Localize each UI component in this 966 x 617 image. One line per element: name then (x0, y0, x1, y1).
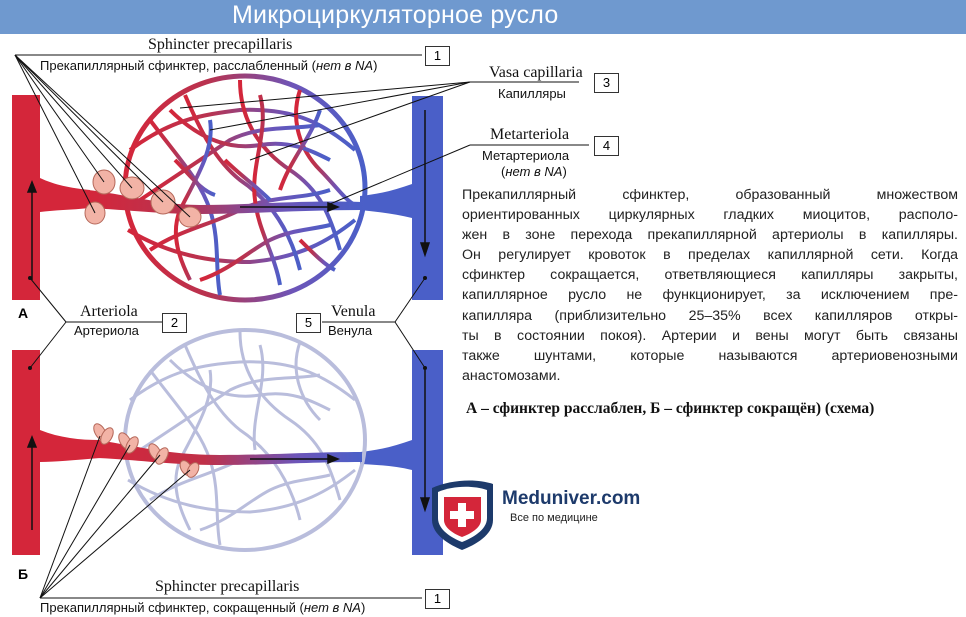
panel-a-vessels (12, 73, 443, 303)
sphincters-contracted (93, 423, 200, 478)
sphincter-top-close-paren: ) (373, 58, 378, 73)
description-line: Прекапиллярный сфинктер, образованный мн… (462, 187, 958, 203)
label-number-3: 3 (594, 73, 619, 93)
title-banner: Микроциркуляторное русло (0, 0, 966, 34)
flow-arrows-b (26, 370, 431, 530)
sphincter-top-latin: Sphincter precapillaris (148, 36, 293, 53)
leader-lines (14, 54, 589, 599)
metarteriola-note-text: нет в NA (505, 164, 563, 179)
page-title: Микроциркуляторное русло (232, 1, 559, 29)
vasa-latin: Vasa capillaria (489, 64, 583, 81)
meduniver-shield-icon (432, 480, 493, 550)
venule-b (360, 350, 443, 555)
description-line: ты в состоянии покоя). Артерии и вены мо… (462, 327, 958, 344)
label-number-2: 2 (162, 313, 187, 333)
figure-caption: А – сфинктер расслаблен, Б – сфинктер со… (466, 400, 875, 417)
venula-latin: Venula (331, 303, 376, 320)
flow-arrows-a (26, 110, 431, 280)
venule-a (360, 96, 443, 300)
sphincter-bottom-latin: Sphincter precapillaris (155, 578, 300, 595)
description-line: капилляра (приблизительно 25–35% всех ка… (462, 307, 958, 324)
panel-b-vessels (12, 328, 443, 555)
panel-b-letter: Б (18, 566, 29, 582)
description-line: сфинктер сокращается, ответвляющиеся кап… (462, 267, 958, 284)
venula-russian: Венула (328, 323, 373, 338)
description-paragraph: Прекапиллярный сфинктер, образованный мн… (462, 185, 958, 386)
arteriola-latin: Arteriola (80, 303, 138, 320)
label-number-1-top: 1 (425, 46, 450, 66)
arteriole-b (12, 350, 100, 555)
sphincter-bottom-russian-main: Прекапиллярный сфинктер, сокращенный ( (40, 600, 304, 615)
panel-a-letter: А (18, 305, 29, 321)
label-number-4: 4 (594, 136, 619, 156)
description-line: жен в зоне перехода прекапиллярной артер… (462, 227, 958, 244)
logo-subtitle: Все по медицине (510, 512, 598, 524)
description-line: также шунтами, которые называются артери… (462, 347, 958, 364)
arteriola-russian: Артериола (74, 323, 139, 338)
sphincter-bottom-close-paren: ) (360, 600, 366, 615)
description-line: анастомозами. (462, 367, 561, 384)
collapsed-capillaries (127, 331, 356, 546)
metarteriola-russian: Метартериола (482, 148, 570, 163)
sphincter-top-russian-note: нет в NA (315, 58, 374, 73)
description-line: ориентированных циркулярных гладких миоц… (462, 207, 958, 224)
sphincter-bottom-russian: Прекапиллярный сфинктер, сокращенный (не… (40, 600, 365, 615)
sphincter-bottom-russian-note: нет в NA (303, 600, 361, 615)
description-line: Он регулирует кровоток в пределах капилл… (462, 247, 958, 264)
sphincter-top-russian: Прекапиллярный сфинктер, расслабленный (… (40, 58, 377, 73)
description-line: капиллярное русло не функционирует, за и… (462, 287, 958, 304)
metarteriola-note: (нет в NA) (501, 164, 567, 179)
vasa-russian: Капилляры (498, 86, 566, 101)
logo-title[interactable]: Meduniver.com (502, 488, 641, 509)
sphincter-top-russian-main: Прекапиллярный сфинктер, расслабленный ( (40, 58, 316, 73)
leader-dots (28, 276, 427, 370)
label-number-1-bottom: 1 (425, 589, 450, 609)
metarteriola-latin: Metarteriola (490, 126, 570, 143)
label-number-5: 5 (296, 313, 321, 333)
